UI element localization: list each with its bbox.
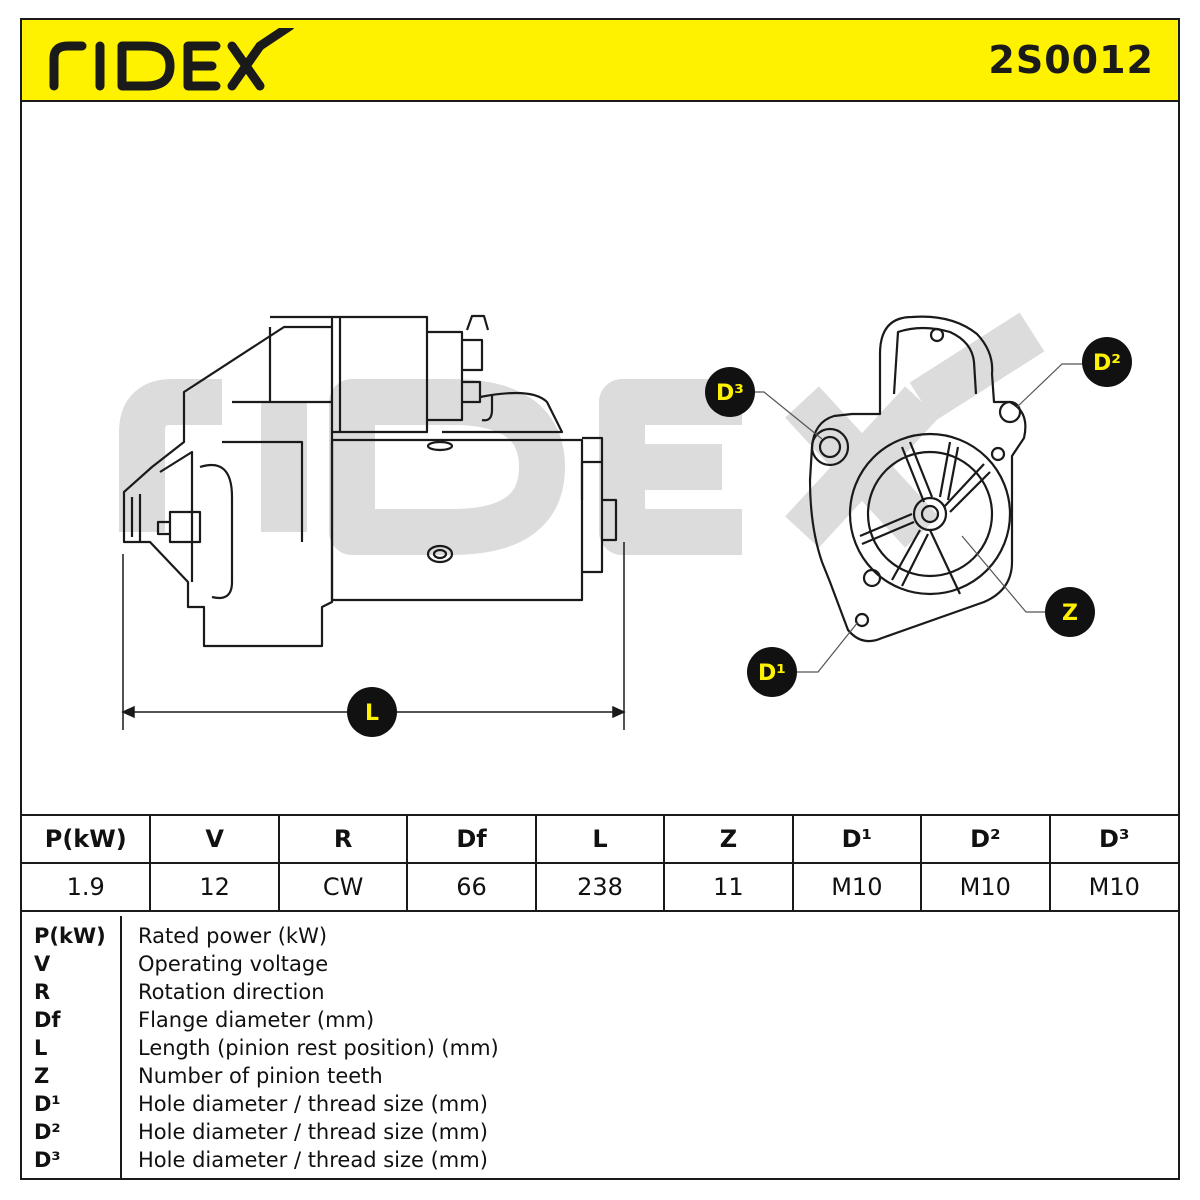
- legend-key: D¹: [34, 1092, 61, 1116]
- callout-z-label: Z: [1062, 601, 1078, 626]
- legend-row: D² Hole diameter / thread size (mm): [22, 1118, 1178, 1146]
- spec-table-value-row: 1.9 12 CW 66 238 11 M10 M10 M10: [22, 862, 1178, 912]
- legend-key: Z: [34, 1064, 50, 1088]
- legend-key: L: [34, 1036, 48, 1060]
- legend-key: Df: [34, 1008, 61, 1032]
- spec-table: P(kW) V R Df L Z D¹ D² D³ 1.9 12 CW 66 2…: [22, 814, 1178, 912]
- starter-front-view: [808, 315, 1027, 643]
- spec-header-cell: Z: [663, 814, 794, 864]
- legend-row: Df Flange diameter (mm): [22, 1006, 1178, 1034]
- spec-header-cell: R: [277, 814, 409, 864]
- legend-key: P(kW): [34, 924, 106, 948]
- legend-row: D³ Hole diameter / thread size (mm): [22, 1146, 1178, 1174]
- spec-header-cell: P(kW): [22, 814, 152, 864]
- starter-side-view: [122, 314, 618, 648]
- callout-z: Z: [1045, 587, 1095, 637]
- spec-value-cell: M10: [1048, 862, 1178, 912]
- spec-table-header-row: P(kW) V R Df L Z D¹ D² D³: [22, 814, 1178, 864]
- legend-desc: Operating voltage: [138, 952, 329, 976]
- callout-d3: D³: [705, 367, 755, 417]
- legend-key: D²: [34, 1120, 61, 1144]
- callout-d1-label: D¹: [758, 661, 786, 686]
- spec-header-cell: Df: [406, 814, 537, 864]
- spec-header-cell: D¹: [791, 814, 923, 864]
- legend-desc: Rated power (kW): [138, 924, 328, 948]
- legend-row: V Operating voltage: [22, 950, 1178, 978]
- legend-desc: Rotation direction: [138, 980, 325, 1004]
- spec-value-cell: M10: [791, 862, 923, 912]
- spec-header-cell: V: [149, 814, 280, 864]
- legend-row: D¹ Hole diameter / thread size (mm): [22, 1090, 1178, 1118]
- callout-l-label: L: [365, 701, 379, 726]
- legend-desc: Hole diameter / thread size (mm): [138, 1148, 488, 1172]
- legend: P(kW) Rated power (kW) V Operating volta…: [22, 916, 1178, 1178]
- header-banner: 2S0012: [22, 20, 1178, 102]
- product-sheet: 2S0012: [20, 18, 1180, 1180]
- spec-header-cell: D³: [1048, 814, 1178, 864]
- legend-key: V: [34, 952, 51, 976]
- legend-row: Z Number of pinion teeth: [22, 1062, 1178, 1090]
- callout-l: L: [347, 687, 397, 737]
- legend-desc: Number of pinion teeth: [138, 1064, 383, 1088]
- legend-desc: Length (pinion rest position) (mm): [138, 1036, 499, 1060]
- callout-d3-label: D³: [716, 381, 744, 406]
- spec-value-cell: 1.9: [22, 862, 152, 912]
- spec-value-cell: 11: [663, 862, 794, 912]
- spec-value-cell: 12: [149, 862, 280, 912]
- legend-key: D³: [34, 1148, 61, 1172]
- ridex-logo: [49, 28, 295, 91]
- callout-d2: D²: [1082, 337, 1132, 387]
- callout-d1: D¹: [747, 647, 797, 697]
- spec-value-cell: 66: [406, 862, 537, 912]
- legend-row: L Length (pinion rest position) (mm): [22, 1034, 1178, 1062]
- legend-desc: Flange diameter (mm): [138, 1008, 375, 1032]
- legend-row: P(kW) Rated power (kW): [22, 922, 1178, 950]
- legend-desc: Hole diameter / thread size (mm): [138, 1092, 488, 1116]
- spec-value-cell: CW: [277, 862, 409, 912]
- legend-row: R Rotation direction: [22, 978, 1178, 1006]
- spec-value-cell: 238: [534, 862, 666, 912]
- callout-d2-label: D²: [1093, 351, 1121, 376]
- part-number: 2S0012: [988, 38, 1154, 82]
- spec-header-cell: D²: [920, 814, 1051, 864]
- technical-drawing: L: [119, 312, 1132, 737]
- spec-value-cell: M10: [920, 862, 1051, 912]
- spec-header-cell: L: [534, 814, 666, 864]
- legend-desc: Hole diameter / thread size (mm): [138, 1120, 488, 1144]
- legend-key: R: [34, 980, 51, 1004]
- legend-divider: [120, 916, 122, 1178]
- ridex-watermark: [119, 312, 1045, 555]
